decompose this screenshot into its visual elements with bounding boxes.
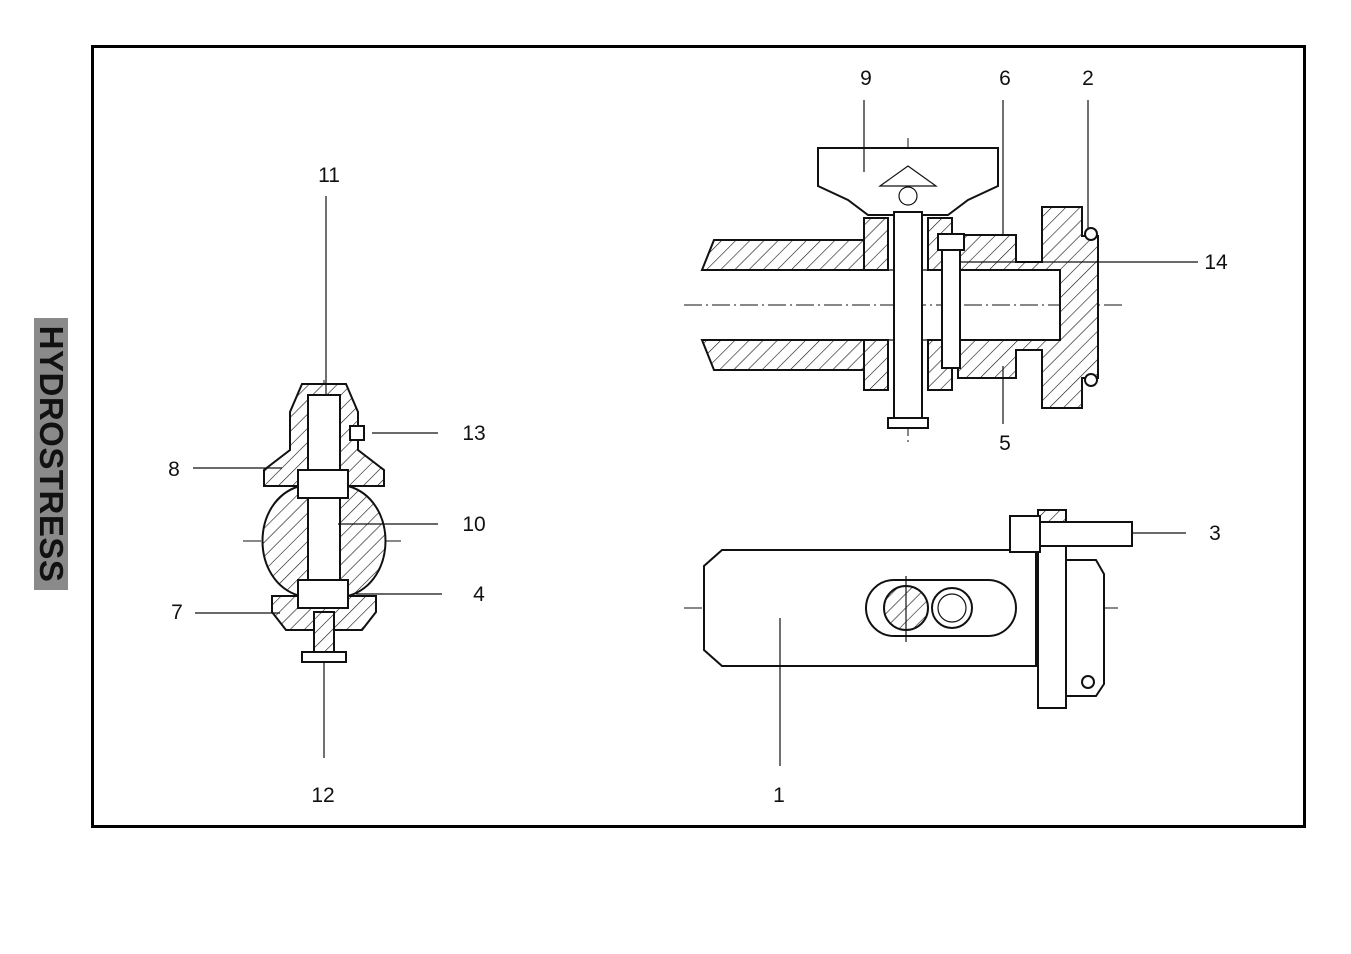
screw-head-14 — [938, 234, 964, 250]
spindle-end — [888, 418, 928, 428]
threaded-end — [1066, 560, 1104, 696]
o-ring-end — [1082, 676, 1094, 688]
callout-1: 1 — [773, 784, 785, 807]
callout-9: 9 — [860, 67, 872, 90]
bottom-screw-head — [302, 652, 346, 662]
callout-5: 5 — [999, 432, 1011, 455]
callout-13: 13 — [462, 422, 485, 445]
callout-12: 12 — [311, 784, 334, 807]
side-set-screw — [350, 426, 364, 440]
body-lower-wall — [702, 340, 864, 370]
body-flange — [958, 207, 1098, 408]
bottom-right-elevation-view — [684, 510, 1132, 708]
callout-4: 4 — [473, 583, 485, 606]
bearing-top-left — [864, 218, 888, 270]
callout-11: 11 — [318, 164, 340, 187]
left-assembly-view — [243, 380, 405, 662]
spindle — [894, 212, 922, 420]
flange-top-hatched — [1038, 510, 1066, 522]
callout-8: 8 — [168, 458, 180, 481]
callout-3: 3 — [1209, 522, 1221, 545]
screw-shank-14 — [942, 250, 960, 368]
screw-3-shank — [1040, 522, 1132, 546]
bearing-bottom-left — [864, 340, 888, 390]
callout-7: 7 — [171, 601, 183, 624]
o-ring-bottom — [1085, 374, 1097, 386]
lower-bush — [298, 580, 348, 608]
bottom-screw — [314, 612, 334, 654]
upper-bush — [298, 470, 348, 498]
o-ring-top — [1085, 228, 1097, 240]
callout-14: 14 — [1204, 251, 1228, 274]
callout-10: 10 — [462, 513, 485, 536]
screw-3-head — [1010, 516, 1040, 552]
top-right-section-view — [684, 138, 1126, 442]
central-shaft — [308, 395, 340, 607]
body-upper-wall — [702, 240, 864, 270]
callout-2: 2 — [1082, 67, 1094, 90]
callout-6: 6 — [999, 67, 1011, 90]
